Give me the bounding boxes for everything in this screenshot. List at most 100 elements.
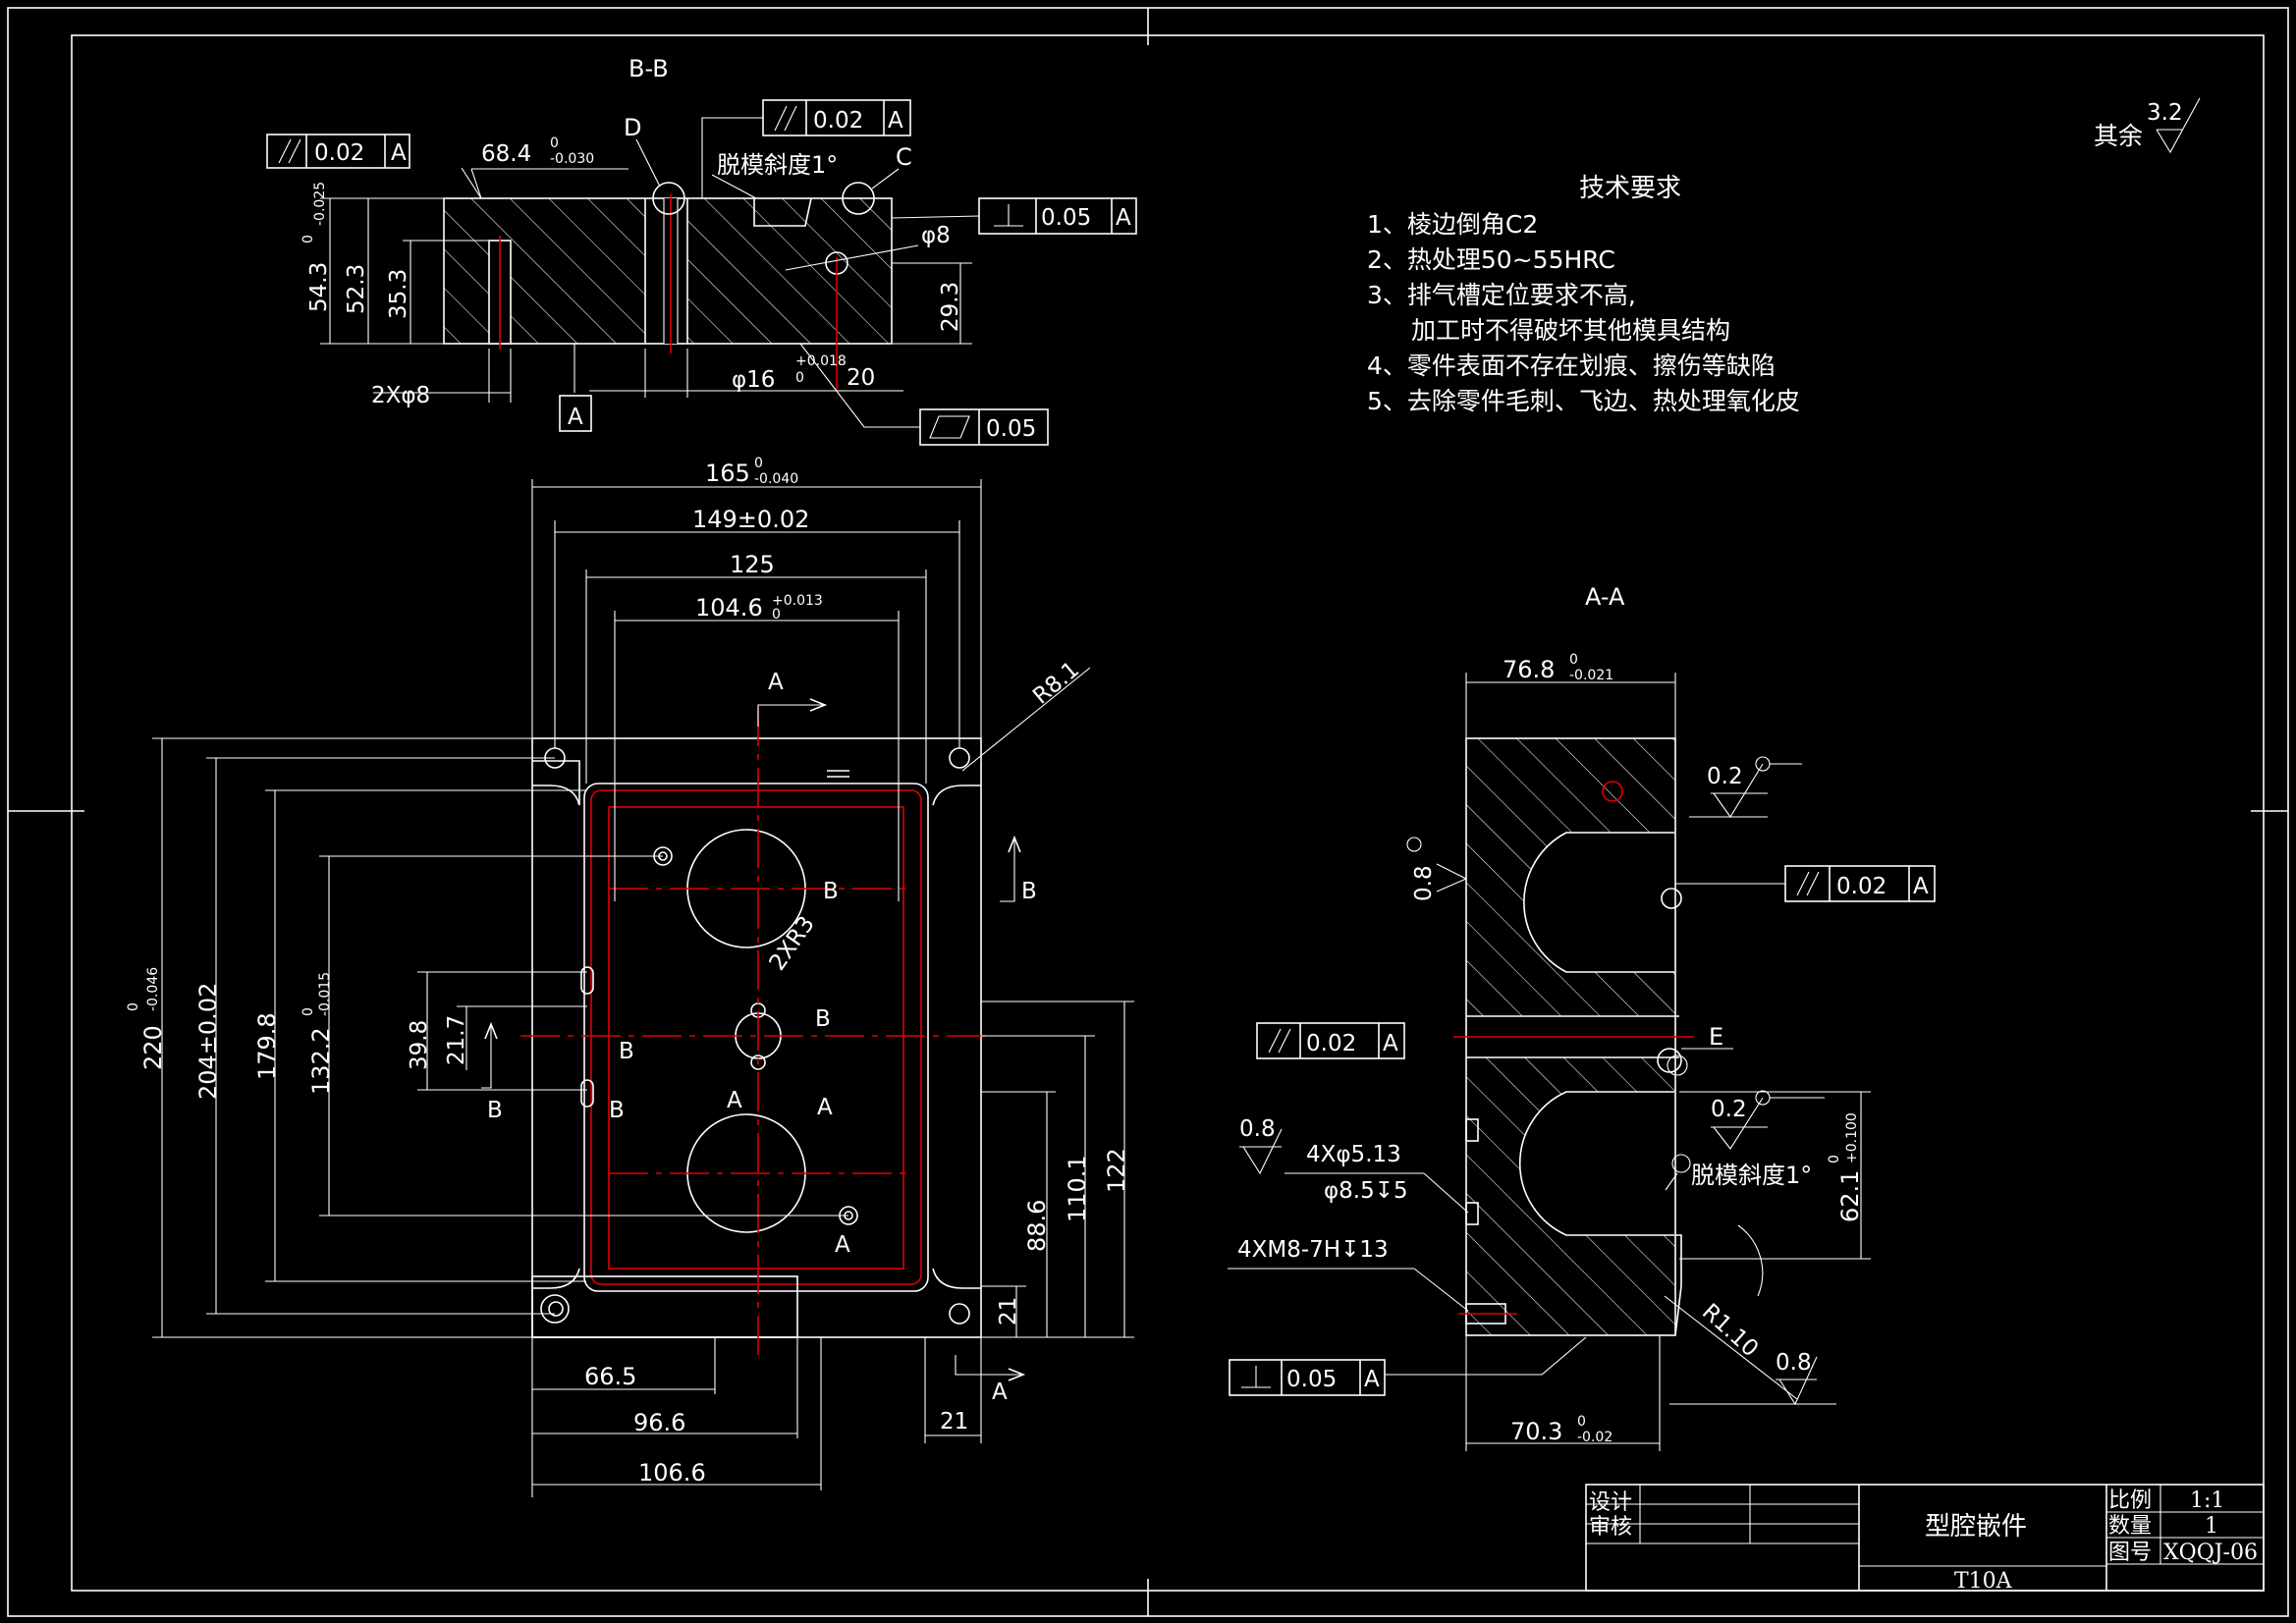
svg-text:0: 0 (795, 370, 804, 386)
dim-h204: 204±0.02 (194, 983, 222, 1100)
svg-text:0.05: 0.05 (1041, 205, 1091, 231)
svg-text:0: 0 (126, 1002, 141, 1011)
svg-text:B: B (609, 1098, 625, 1123)
dim-h217: 21.7 (444, 1015, 469, 1065)
dim-w703: 70.3 (1510, 1418, 1562, 1445)
tb-scale-label: 比例 (2108, 1488, 2152, 1513)
svg-text:-0.046: -0.046 (145, 967, 161, 1011)
svg-text:0: 0 (550, 135, 559, 151)
dim-h-293: 29.3 (938, 282, 963, 332)
svg-text:0: 0 (301, 235, 316, 243)
callout-cbore: φ8.5↧5 (1324, 1178, 1408, 1204)
tech-title: 技术要求 (1579, 174, 1681, 203)
dim-len-main: 68.4 (481, 141, 531, 167)
svg-text:+0.018: +0.018 (795, 353, 847, 369)
tech-item-4: 4、零件表面不存在划痕、擦伤等缺陷 (1367, 352, 1776, 380)
gdt-parallel-aa-right: 0.02 A (1675, 865, 1936, 902)
gdt-parallel-aa-left: 0.02 A (1256, 1022, 1405, 1059)
dim-d20: 20 (847, 365, 875, 391)
svg-text:A: A (1383, 1031, 1398, 1056)
svg-text:A: A (1364, 1367, 1380, 1392)
datum-a-bb: A (568, 405, 583, 430)
dim-h-total: 54.3 (306, 262, 332, 312)
section-aa-label: A-A (1585, 583, 1625, 611)
dim-h1322: 132.2 (307, 1027, 335, 1095)
tech-item-5: 5、去除零件毛刺、飞边、热处理氧化皮 (1367, 387, 1800, 415)
label-r10: R1.10 (1697, 1299, 1763, 1362)
svg-text:0.05: 0.05 (1286, 1367, 1337, 1392)
roughness-02-mid: 0.2 (1711, 1090, 1825, 1150)
tb-material: T10A (1954, 1569, 2013, 1594)
dim-w1046: 104.6 (695, 594, 763, 622)
tb-design: 设计 (1589, 1490, 1632, 1515)
svg-text:0: 0 (301, 1007, 316, 1016)
dim-h-353: 35.3 (386, 269, 411, 319)
svg-text:A: A (391, 140, 407, 166)
svg-text:0: 0 (1577, 1414, 1586, 1430)
dim-h21: 21 (996, 1297, 1021, 1325)
section-aa-view: A-A 76.8 0 -0.021 70.3 0 -0.02 6 (1228, 583, 1936, 1451)
dim-h1101: 110.1 (1064, 1155, 1091, 1222)
title-block: 设计 审核 型腔嵌件 T10A 比例 1:1 数量 1 图号 XQQJ-06 (1585, 1484, 2265, 1594)
dim-w149: 149±0.02 (692, 506, 809, 533)
svg-text:A: A (817, 1095, 833, 1120)
dim-h1798: 179.8 (253, 1012, 281, 1080)
svg-text:A: A (835, 1232, 850, 1258)
dim-hole-2x8: 2Xφ8 (371, 383, 430, 408)
svg-text:0.02: 0.02 (1836, 874, 1886, 899)
svg-text:B: B (487, 1098, 503, 1123)
svg-text:0.2: 0.2 (1707, 764, 1743, 789)
svg-text:A: A (888, 108, 903, 134)
svg-text:0.8: 0.8 (1239, 1116, 1276, 1142)
dim-h398: 39.8 (407, 1020, 432, 1070)
dim-h886: 88.6 (1023, 1200, 1051, 1252)
section-bb-view: B-B 54.3 0 -0.025 52.3 35.3 29.3 (266, 55, 1137, 446)
label-e: E (1709, 1023, 1723, 1051)
gdt-parallel-top-left: 0.02 A (266, 134, 482, 199)
dim-w125: 125 (730, 551, 775, 578)
surface-finish-other: 其余 3.2 (2094, 97, 2201, 154)
label-d: D (624, 114, 641, 141)
roughness-08-left: 0.8 (1406, 837, 1468, 901)
svg-text:0.02: 0.02 (813, 108, 863, 134)
label-2xr3: 2XR3 (765, 912, 820, 976)
dim-w768: 76.8 (1503, 656, 1555, 683)
svg-text:0: 0 (1569, 652, 1578, 668)
svg-text:-0.021: -0.021 (1569, 668, 1613, 683)
dim-phi16: φ16 (732, 367, 775, 393)
label-r81: R8.1 (1028, 657, 1084, 710)
svg-text:0: 0 (754, 456, 763, 471)
tb-review: 审核 (1589, 1515, 1632, 1540)
dim-w665: 66.5 (584, 1363, 636, 1390)
tb-qty-label: 数量 (2108, 1514, 2152, 1539)
dim-w21: 21 (940, 1409, 968, 1434)
svg-text:+0.100: +0.100 (1844, 1112, 1860, 1163)
svg-text:-0.015: -0.015 (317, 972, 333, 1016)
roughness-02-top: 0.2 (1689, 756, 1802, 818)
gdt-perpendicular-bb: 0.05 A (891, 197, 1137, 235)
gdt-flatness-bb: 0.05 (799, 343, 1049, 446)
dim-h220: 220 (139, 1025, 167, 1070)
svg-text:0.02: 0.02 (1306, 1031, 1356, 1056)
dim-w165: 165 (705, 460, 750, 487)
svg-text:A: A (1913, 874, 1929, 899)
svg-text:-0.02: -0.02 (1577, 1430, 1613, 1445)
svg-text:0.02: 0.02 (314, 140, 364, 166)
label-c: C (896, 143, 912, 171)
svg-text:0.05: 0.05 (986, 416, 1036, 442)
svg-text:A: A (727, 1088, 742, 1113)
svg-text:+0.013: +0.013 (772, 593, 823, 609)
section-bb-label: B-B (629, 55, 669, 82)
dim-w966: 96.6 (633, 1409, 685, 1436)
svg-text:A: A (992, 1380, 1008, 1405)
svg-text:-0.040: -0.040 (754, 471, 798, 487)
svg-text:0.8: 0.8 (1411, 865, 1437, 901)
tb-qty-value: 1 (2205, 1514, 2218, 1539)
svg-text:A: A (768, 670, 784, 695)
svg-text:0: 0 (772, 607, 781, 622)
callout-holes-513: 4Xφ5.13 (1306, 1142, 1401, 1167)
tech-requirements: 技术要求 1、棱边倒角C2 2、热处理50~55HRC 3、排气槽定位要求不高,… (1367, 174, 1800, 415)
svg-text:B: B (823, 879, 839, 904)
tb-dwgno-value: XQQJ-06 (2163, 1541, 2258, 1565)
